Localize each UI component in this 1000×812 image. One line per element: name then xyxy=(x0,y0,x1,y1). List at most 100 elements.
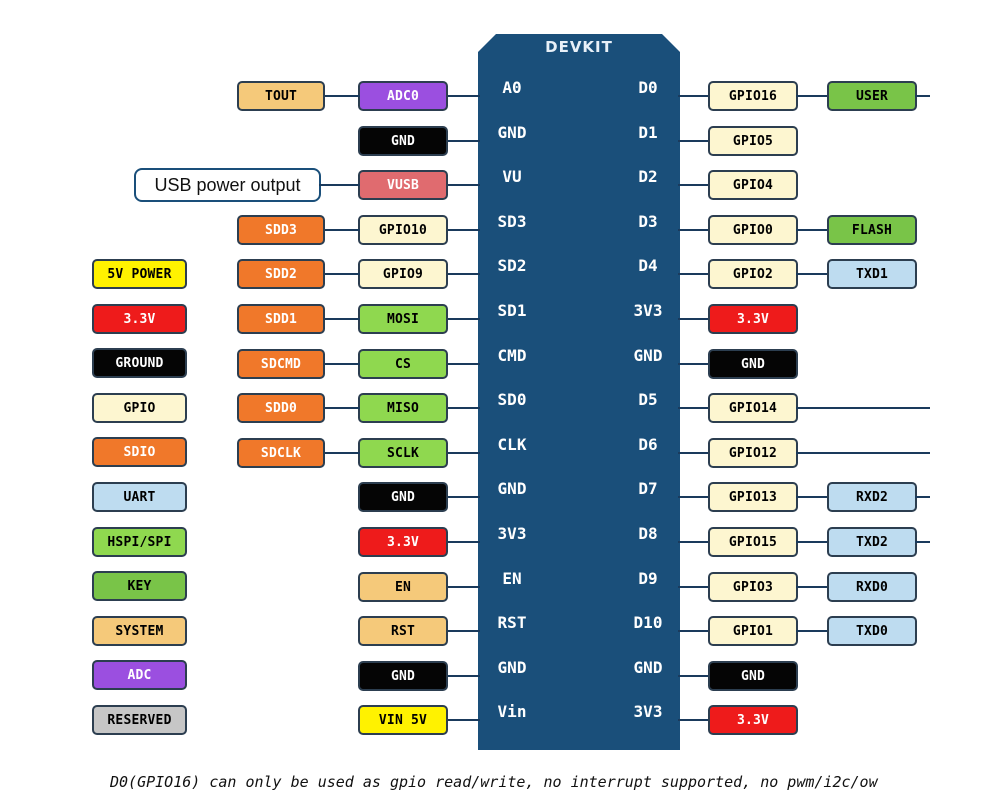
left-func-gnd: GND xyxy=(358,661,448,691)
right-alt-flash: FLASH xyxy=(827,215,917,245)
right-connector-7 xyxy=(678,407,710,409)
left-func-miso: MISO xyxy=(358,393,448,423)
right-connector-12 xyxy=(678,630,710,632)
legend-adc: ADC xyxy=(92,660,187,690)
right-func-gpio1: GPIO1 xyxy=(708,616,798,646)
right-alt-connector-11 xyxy=(796,586,828,588)
right-func-gpio15: GPIO15 xyxy=(708,527,798,557)
right-alt-connector-3 xyxy=(796,229,828,231)
left-alt-sdclk: SDCLK xyxy=(237,438,325,468)
right-ext-line-8 xyxy=(796,452,930,454)
right-connector-1 xyxy=(678,140,710,142)
right-func-gpio12: GPIO12 xyxy=(708,438,798,468)
footnote: D0(GPIO16) can only be used as gpio read… xyxy=(110,773,878,791)
left-alt-connector-7 xyxy=(323,407,360,409)
right-pin-d1: D1 xyxy=(638,123,658,142)
right-func-gpio4: GPIO4 xyxy=(708,170,798,200)
left-pin-3v3: 3V3 xyxy=(497,524,527,543)
right-func-gpio14: GPIO14 xyxy=(708,393,798,423)
right-alt-connector-0 xyxy=(796,95,828,97)
left-connector-8 xyxy=(444,452,480,454)
left-alt-connector-8 xyxy=(323,452,360,454)
right-func-gpio13: GPIO13 xyxy=(708,482,798,512)
left-pin-gnd: GND xyxy=(497,123,527,142)
right-alt-connector-9 xyxy=(796,496,828,498)
right-connector-0 xyxy=(678,95,710,97)
left-connector-7 xyxy=(444,407,480,409)
left-func-en: EN xyxy=(358,572,448,602)
legend-3-3v: 3.3V xyxy=(92,304,187,334)
right-pin-d8: D8 xyxy=(638,524,658,543)
left-func-rst: RST xyxy=(358,616,448,646)
left-connector-1 xyxy=(444,140,480,142)
left-connector-6 xyxy=(444,363,480,365)
left-connector-11 xyxy=(444,586,480,588)
left-connector-14 xyxy=(444,719,480,721)
right-pin-d2: D2 xyxy=(638,167,658,186)
right-ext-line-7 xyxy=(796,407,930,409)
left-connector-5 xyxy=(444,318,480,320)
right-connector-14 xyxy=(678,719,710,721)
left-connector-10 xyxy=(444,541,480,543)
left-pin-sd0: SD0 xyxy=(497,390,527,409)
left-pin-clk: CLK xyxy=(497,435,527,454)
left-pin-sd1: SD1 xyxy=(497,301,527,320)
legend-reserved: RESERVED xyxy=(92,705,187,735)
board-title: DEVKIT xyxy=(545,38,613,56)
right-ext-line-0 xyxy=(915,95,930,97)
right-alt-user: USER xyxy=(827,81,917,111)
right-alt-txd0: TXD0 xyxy=(827,616,917,646)
left-alt-sdd0: SDD0 xyxy=(237,393,325,423)
left-func-adc0: ADC0 xyxy=(358,81,448,111)
right-pin-3v3: 3V3 xyxy=(633,702,663,721)
right-alt-connector-12 xyxy=(796,630,828,632)
legend-gpio: GPIO xyxy=(92,393,187,423)
right-pin-d6: D6 xyxy=(638,435,658,454)
left-alt-sdd2: SDD2 xyxy=(237,259,325,289)
left-pin-a0: A0 xyxy=(502,78,522,97)
devkit-board xyxy=(478,34,680,750)
right-connector-10 xyxy=(678,541,710,543)
legend-key: KEY xyxy=(92,571,187,601)
right-pin-3v3: 3V3 xyxy=(633,301,663,320)
right-connector-2 xyxy=(678,184,710,186)
left-pin-sd2: SD2 xyxy=(497,256,527,275)
right-connector-11 xyxy=(678,586,710,588)
right-pin-d3: D3 xyxy=(638,212,658,231)
left-alt-connector-3 xyxy=(323,229,360,231)
left-connector-13 xyxy=(444,675,480,677)
right-alt-connector-4 xyxy=(796,273,828,275)
right-func-gpio0: GPIO0 xyxy=(708,215,798,245)
right-func-3-3v: 3.3V xyxy=(708,705,798,735)
callout-connector xyxy=(319,184,360,186)
right-alt-rxd0: RXD0 xyxy=(827,572,917,602)
left-func-mosi: MOSI xyxy=(358,304,448,334)
left-connector-3 xyxy=(444,229,480,231)
right-connector-13 xyxy=(678,675,710,677)
right-func-gnd: GND xyxy=(708,349,798,379)
left-alt-connector-5 xyxy=(323,318,360,320)
legend-5v-power: 5V POWER xyxy=(92,259,187,289)
left-alt-connector-6 xyxy=(323,363,360,365)
right-pin-d0: D0 xyxy=(638,78,658,97)
legend-ground: GROUND xyxy=(92,348,187,378)
right-func-3-3v: 3.3V xyxy=(708,304,798,334)
left-pin-rst: RST xyxy=(497,613,527,632)
left-pin-en: EN xyxy=(502,569,522,588)
left-func-sclk: SCLK xyxy=(358,438,448,468)
right-func-gpio5: GPIO5 xyxy=(708,126,798,156)
left-func-vin-5v: VIN 5V xyxy=(358,705,448,735)
left-connector-9 xyxy=(444,496,480,498)
right-ext-line-9 xyxy=(915,496,930,498)
left-func-gnd: GND xyxy=(358,126,448,156)
left-func-vusb: VUSB xyxy=(358,170,448,200)
right-pin-d5: D5 xyxy=(638,390,658,409)
legend-uart: UART xyxy=(92,482,187,512)
right-alt-rxd2: RXD2 xyxy=(827,482,917,512)
left-pin-cmd: CMD xyxy=(497,346,527,365)
legend-hspi-spi: HSPI/SPI xyxy=(92,527,187,557)
right-connector-8 xyxy=(678,452,710,454)
left-alt-sdd3: SDD3 xyxy=(237,215,325,245)
left-func-gpio9: GPIO9 xyxy=(358,259,448,289)
